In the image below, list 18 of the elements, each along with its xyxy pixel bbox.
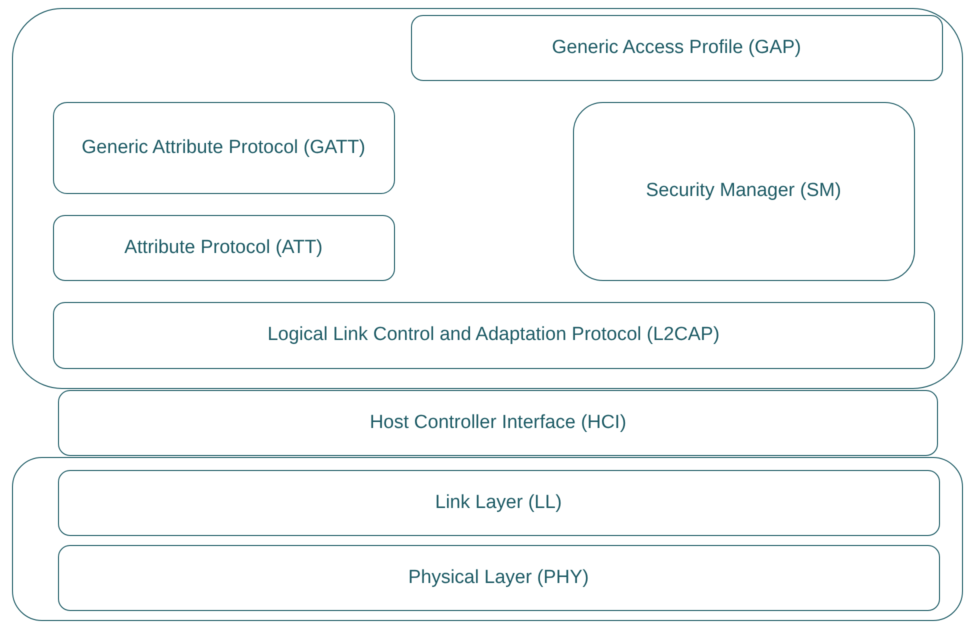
layer-label: Generic Access Profile (GAP) — [552, 36, 802, 60]
layer-box — [52, 302, 934, 368]
layer-label: Attribute Protocol (ATT) — [124, 236, 323, 260]
layer-label: Host Controller Interface (HCI) — [370, 411, 626, 435]
layer-box — [52, 214, 394, 280]
layer-box — [410, 14, 942, 80]
layer-box — [58, 390, 938, 456]
layer-label: Physical Layer (PHY) — [408, 566, 589, 590]
layer-label: Logical Link Control and Adaptation Protocol (L2CAP) — [267, 323, 720, 347]
layer-box — [58, 544, 940, 610]
group-container — [12, 8, 963, 389]
layer-box — [58, 470, 940, 536]
layer-label: Security Manager (SM) — [646, 179, 842, 203]
layer-label: Link Layer (LL) — [435, 490, 562, 514]
group-container — [12, 457, 963, 621]
layer-box — [572, 102, 914, 280]
layer-box — [52, 102, 394, 194]
layer-label: Generic Attribute Protocol (GATT) — [82, 136, 366, 160]
